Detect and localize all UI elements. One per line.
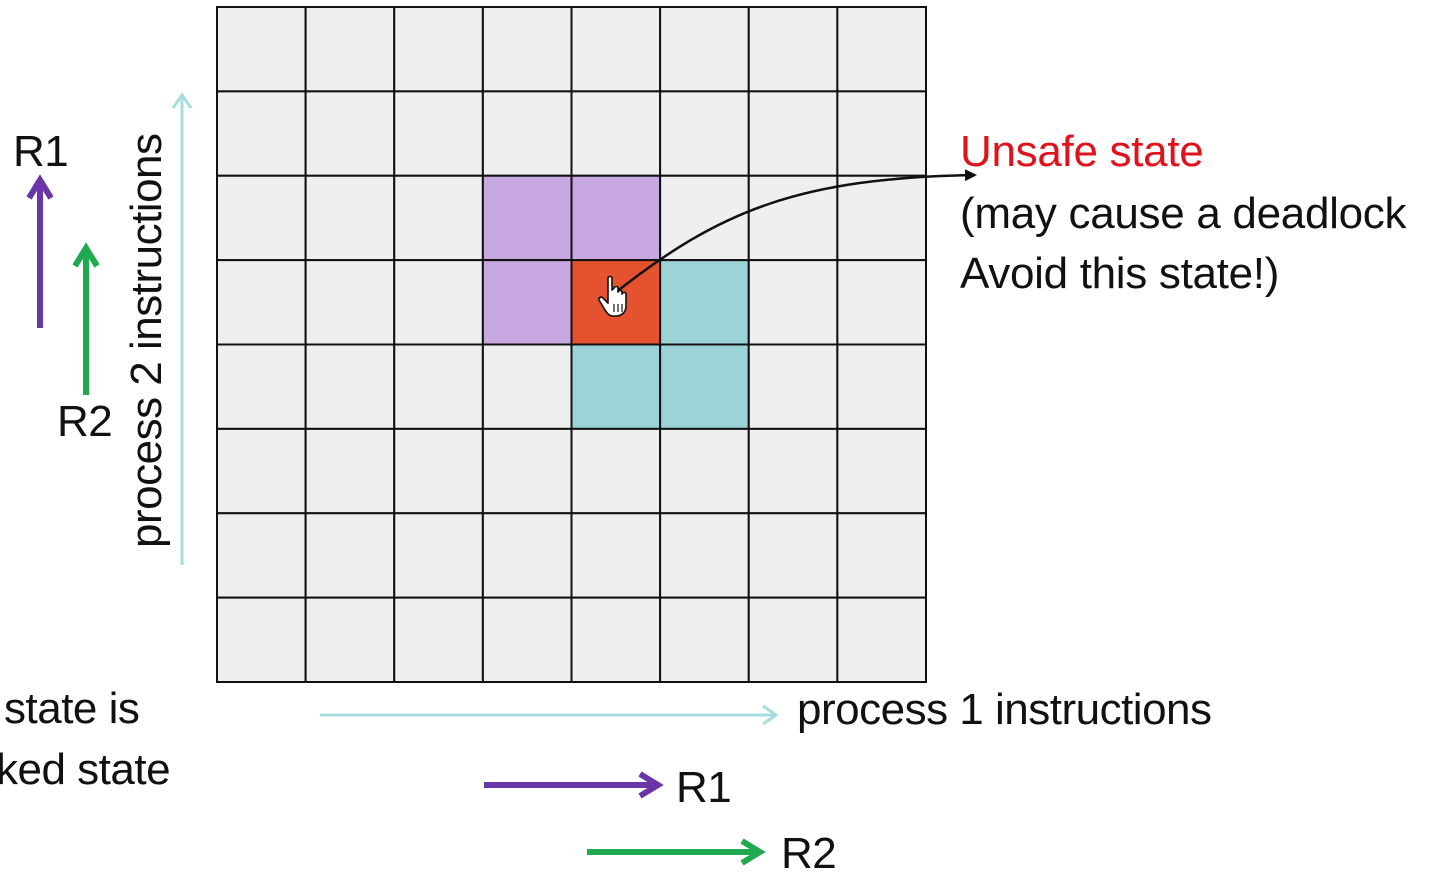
grid-cell xyxy=(481,6,573,93)
grid-cell xyxy=(836,427,927,515)
left-r1-arrow xyxy=(26,174,54,328)
grid-cell xyxy=(393,512,484,599)
grid-cell xyxy=(481,512,573,599)
grid-cell xyxy=(836,259,927,346)
r1-region-cell xyxy=(570,174,662,262)
grid-cell xyxy=(659,6,750,93)
r2-region-cell xyxy=(659,259,750,346)
x-axis-label: process 1 instructions xyxy=(797,685,1212,734)
unsafe-pointer-arrow xyxy=(614,169,977,294)
grid-cell xyxy=(747,596,839,683)
grid-cell xyxy=(393,6,484,93)
grid-cell xyxy=(570,427,662,515)
grid-cell xyxy=(570,596,662,683)
grid-cell xyxy=(747,512,839,599)
grid-cell xyxy=(570,512,662,599)
grid-cell xyxy=(216,427,307,515)
grid-cell xyxy=(304,6,396,93)
r2-region-cell xyxy=(659,343,750,430)
grid-cell xyxy=(393,174,484,262)
grid-cell xyxy=(304,512,396,599)
grid-cell xyxy=(393,259,484,346)
bottom-r1-arrow xyxy=(484,771,664,799)
unsafe-state-title: Unsafe state xyxy=(960,127,1204,176)
grid-cell xyxy=(304,596,396,683)
grid-cell xyxy=(216,596,307,683)
grid-cell xyxy=(304,174,396,262)
left-r2-label: R2 xyxy=(57,397,113,446)
grid-cell xyxy=(216,343,307,430)
grid-cell xyxy=(659,427,750,515)
grid-cell xyxy=(659,596,750,683)
grid-cell xyxy=(836,512,927,599)
grid-cell xyxy=(747,343,839,430)
grid-cell xyxy=(570,6,662,93)
left-r2-arrow xyxy=(72,242,100,395)
grid-cell xyxy=(659,512,750,599)
grid-cell xyxy=(481,90,573,177)
r2-region-cell xyxy=(570,343,662,430)
grid-cell xyxy=(747,90,839,177)
grid-cell xyxy=(481,596,573,683)
grid-cell xyxy=(393,596,484,683)
bottom-r2-label: R2 xyxy=(781,829,837,878)
grid-cell xyxy=(304,343,396,430)
grid-cell xyxy=(747,259,839,346)
arrows-layer xyxy=(26,92,977,866)
grid-cell xyxy=(747,427,839,515)
grid-cell xyxy=(747,6,839,93)
grid-cell xyxy=(216,259,307,346)
grid-cell xyxy=(393,90,484,177)
grid-cell xyxy=(570,90,662,177)
grid-cell xyxy=(836,90,927,177)
x-axis-arrow xyxy=(320,704,779,726)
grid-cell xyxy=(836,174,927,262)
r1-region-cell xyxy=(481,259,573,346)
grid-cell xyxy=(836,6,927,93)
left-r1-label: R1 xyxy=(13,127,69,176)
cutoff-text-line2: ked state xyxy=(0,745,171,794)
state-grid xyxy=(216,6,927,683)
r1-region-cell xyxy=(481,174,573,262)
unsafe-state-note-line1: (may cause a deadlock xyxy=(960,189,1407,238)
grid-cell xyxy=(481,343,573,430)
grid-cell xyxy=(216,512,307,599)
grid-cell xyxy=(304,90,396,177)
hand-pointer-icon xyxy=(598,275,627,317)
y-axis-label: process 2 instructions xyxy=(122,133,171,548)
grid-cell xyxy=(393,427,484,515)
grid-cell xyxy=(216,174,307,262)
bottom-r2-arrow xyxy=(587,838,766,866)
bottom-r1-label: R1 xyxy=(676,763,732,812)
grid-cell xyxy=(304,259,396,346)
grid-cell xyxy=(659,90,750,177)
y-axis-arrow xyxy=(171,92,193,565)
grid-cell xyxy=(836,343,927,430)
grid-cell xyxy=(216,6,307,93)
grid-cell xyxy=(393,343,484,430)
grid-cell xyxy=(304,427,396,515)
grid-cell xyxy=(836,596,927,683)
cutoff-text-line1: state is xyxy=(4,684,140,733)
unsafe-state-note-line2: Avoid this state!) xyxy=(960,249,1280,298)
grid-cell xyxy=(216,90,307,177)
grid-cell xyxy=(481,427,573,515)
